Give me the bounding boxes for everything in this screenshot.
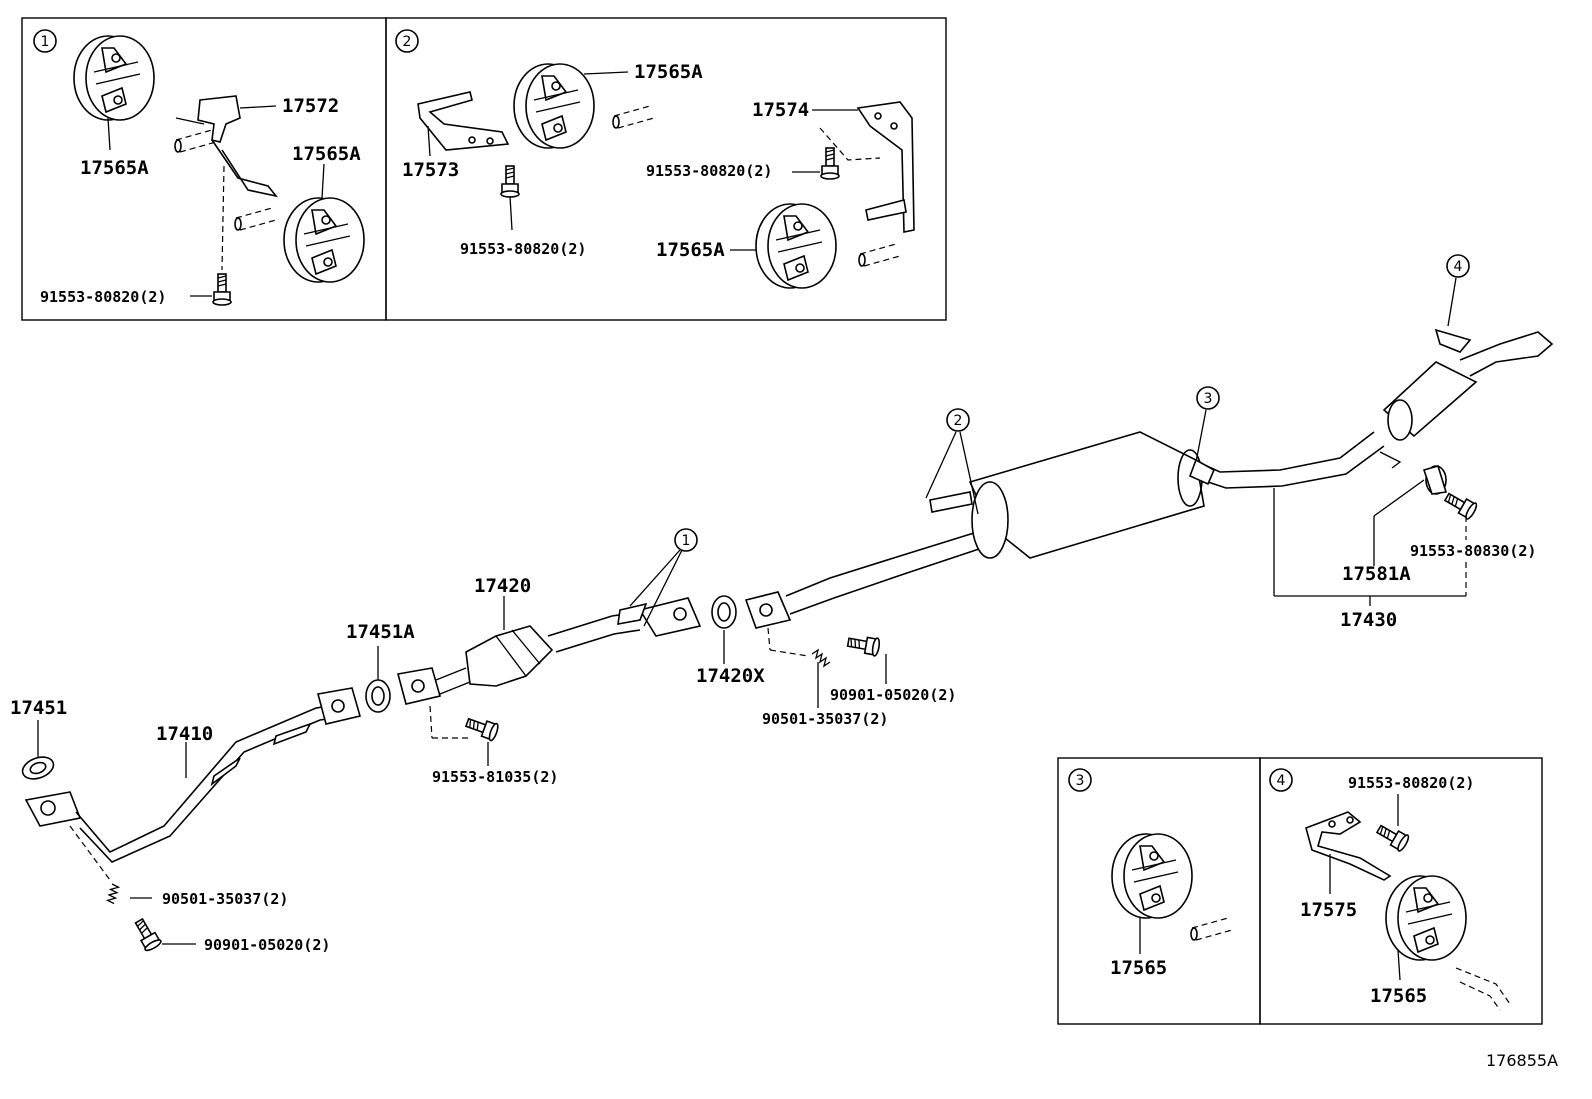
label-17565a-2: 17565A <box>292 143 361 165</box>
callout-4-circle <box>1446 254 1470 278</box>
label-17565a-4: 17565A <box>656 239 725 261</box>
insulator-icon <box>283 197 365 283</box>
pipe-stub-icon <box>174 129 217 153</box>
bolt-icon <box>820 147 840 180</box>
figure-id: 176855A <box>1486 1051 1558 1070</box>
catalytic-converter-icon <box>397 597 702 705</box>
gasket-icon <box>21 756 55 780</box>
inset-2: 2 17573 91553-80820(2) 17565A 17574 9155… <box>385 17 947 321</box>
spring-icon <box>811 649 831 667</box>
insulator-icon <box>1385 875 1467 961</box>
label-17573: 17573 <box>402 159 459 181</box>
label-17581a: 17581A <box>1342 563 1411 585</box>
front-pipe-icon <box>24 687 361 863</box>
insulator-icon <box>513 63 595 149</box>
bracket-icon <box>417 91 510 151</box>
label-91553-80820-2b: 91553-80820(2) <box>646 162 772 180</box>
pipe-stub-icon <box>234 207 277 231</box>
label-17575: 17575 <box>1300 899 1357 921</box>
bracket-icon <box>1305 811 1392 881</box>
pipe-stub-icon <box>858 243 901 267</box>
inset-4-circle <box>1269 768 1293 792</box>
inset-1-number: 1 <box>41 34 50 50</box>
label-17420x: 17420X <box>696 665 765 687</box>
label-17420: 17420 <box>474 575 531 597</box>
pipe-stub-icon <box>1455 967 1511 1011</box>
rear-muffler-icon <box>1188 331 1554 489</box>
label-91553-80820-2a: 91553-80820(2) <box>460 240 586 258</box>
bolt-icon <box>845 632 882 658</box>
bracket-icon <box>856 101 915 233</box>
insulator-icon <box>73 35 155 121</box>
callout-4-number: 4 <box>1454 259 1463 275</box>
exhaust-assembly: 17451 17410 90501-35037(2) 90901-05020(2… <box>10 254 1554 954</box>
gasket-icon <box>365 679 391 713</box>
label-17430: 17430 <box>1340 609 1397 631</box>
label-90501-35037-rear: 90501-35037(2) <box>762 710 888 728</box>
label-17565a-3: 17565A <box>634 61 703 83</box>
inset-3-circle <box>1068 768 1092 792</box>
callout-2-circle <box>946 408 970 432</box>
callout-2-number: 2 <box>954 413 963 429</box>
inset-1-circle <box>33 29 57 53</box>
inset-1: 1 17565A 17572 17565A 91553-80820(2) <box>21 17 387 321</box>
label-90901-05020-front: 90901-05020(2) <box>204 936 330 954</box>
bolt-icon <box>130 915 164 954</box>
spring-icon <box>100 881 126 907</box>
callout-1-number: 1 <box>682 533 691 549</box>
insulator-icon <box>1111 833 1193 919</box>
pipe-stub-icon <box>612 105 655 129</box>
label-91553-80820-1: 91553-80820(2) <box>40 288 166 306</box>
inset-3-number: 3 <box>1076 773 1085 789</box>
bolt-icon <box>1441 488 1480 522</box>
label-90901-05020-rear: 90901-05020(2) <box>830 686 956 704</box>
inset-3: 3 17565 <box>1057 757 1261 1025</box>
callout-3-number: 3 <box>1204 391 1213 407</box>
pipe-stub-icon <box>1190 917 1233 941</box>
label-17572: 17572 <box>282 95 339 117</box>
label-91553-81035: 91553-81035(2) <box>432 768 558 786</box>
bracket-icon <box>175 95 279 198</box>
label-17565-3: 17565 <box>1110 957 1167 979</box>
bolt-icon <box>500 165 520 198</box>
inset-2-number: 2 <box>403 34 412 50</box>
label-91553-80820-4: 91553-80820(2) <box>1348 774 1474 792</box>
insulator-icon <box>755 203 837 289</box>
bolt-icon <box>1373 820 1412 854</box>
label-17565-4: 17565 <box>1370 985 1427 1007</box>
callout-1-circle <box>674 528 698 552</box>
label-17451: 17451 <box>10 697 67 719</box>
label-91553-80830: 91553-80830(2) <box>1410 542 1536 560</box>
clamp-icon <box>1422 465 1448 495</box>
inset-4: 4 91553-80820(2) 17575 17565 <box>1259 757 1543 1025</box>
label-17410: 17410 <box>156 723 213 745</box>
callout-3-circle <box>1196 386 1220 410</box>
label-17565a-1: 17565A <box>80 157 149 179</box>
bolt-icon <box>463 713 501 743</box>
inset-4-number: 4 <box>1277 773 1286 789</box>
gasket-icon <box>711 595 737 629</box>
inset-2-circle <box>395 29 419 53</box>
label-90501-35037-front: 90501-35037(2) <box>162 890 288 908</box>
bolt-icon <box>212 273 232 306</box>
label-17451a: 17451A <box>346 621 415 643</box>
label-17574: 17574 <box>752 99 809 121</box>
center-muffler-icon <box>744 431 1205 629</box>
